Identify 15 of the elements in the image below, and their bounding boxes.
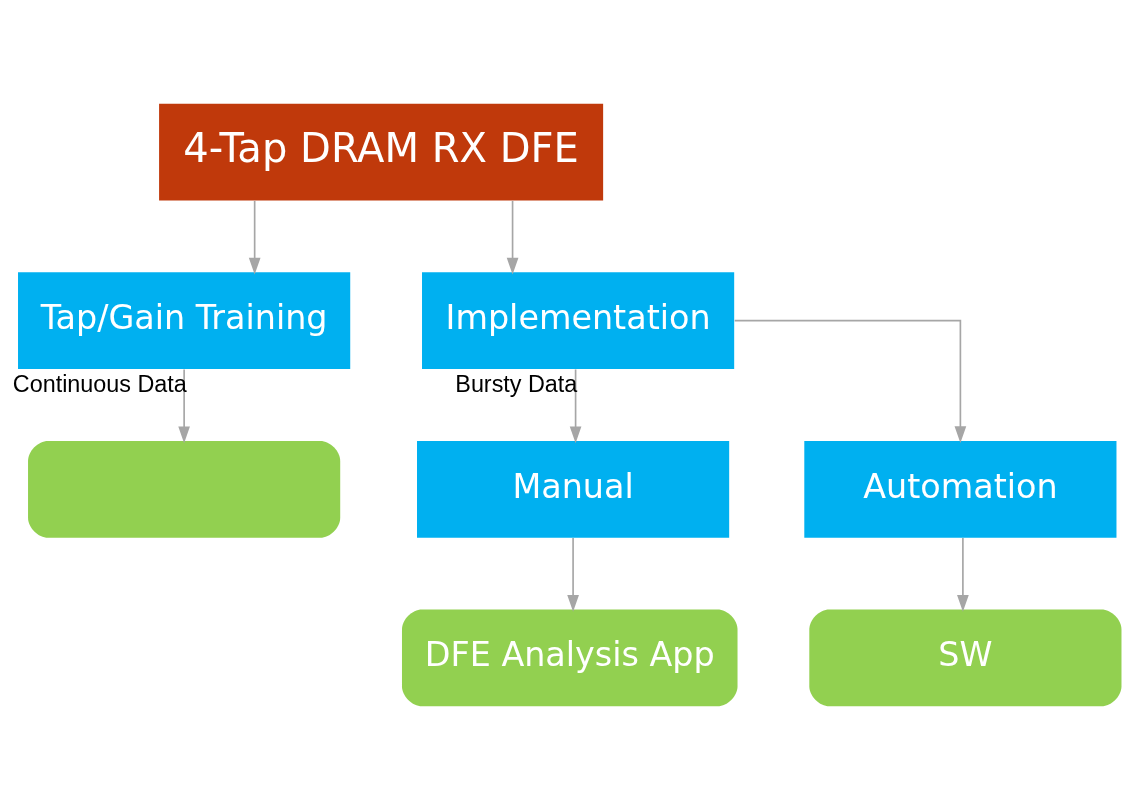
arrow	[733, 319, 967, 443]
edge-label: Continuous Data	[12, 370, 187, 397]
arrow	[506, 199, 519, 275]
node-box: Tap/Gain Training	[18, 271, 351, 369]
node-box: DFE Analysis App	[402, 609, 738, 706]
node-box: Implementation	[422, 271, 735, 369]
node-box: Manual	[417, 440, 730, 538]
node-box: SW	[809, 609, 1122, 706]
node-box: Automation	[804, 440, 1117, 538]
arrow	[957, 536, 969, 612]
node-box	[28, 440, 341, 538]
node-box: 4-Tap DRAM RX DFE	[159, 103, 604, 200]
arrow	[567, 536, 579, 612]
edge-label: Bursty Data	[455, 370, 578, 397]
arrow	[248, 199, 261, 275]
